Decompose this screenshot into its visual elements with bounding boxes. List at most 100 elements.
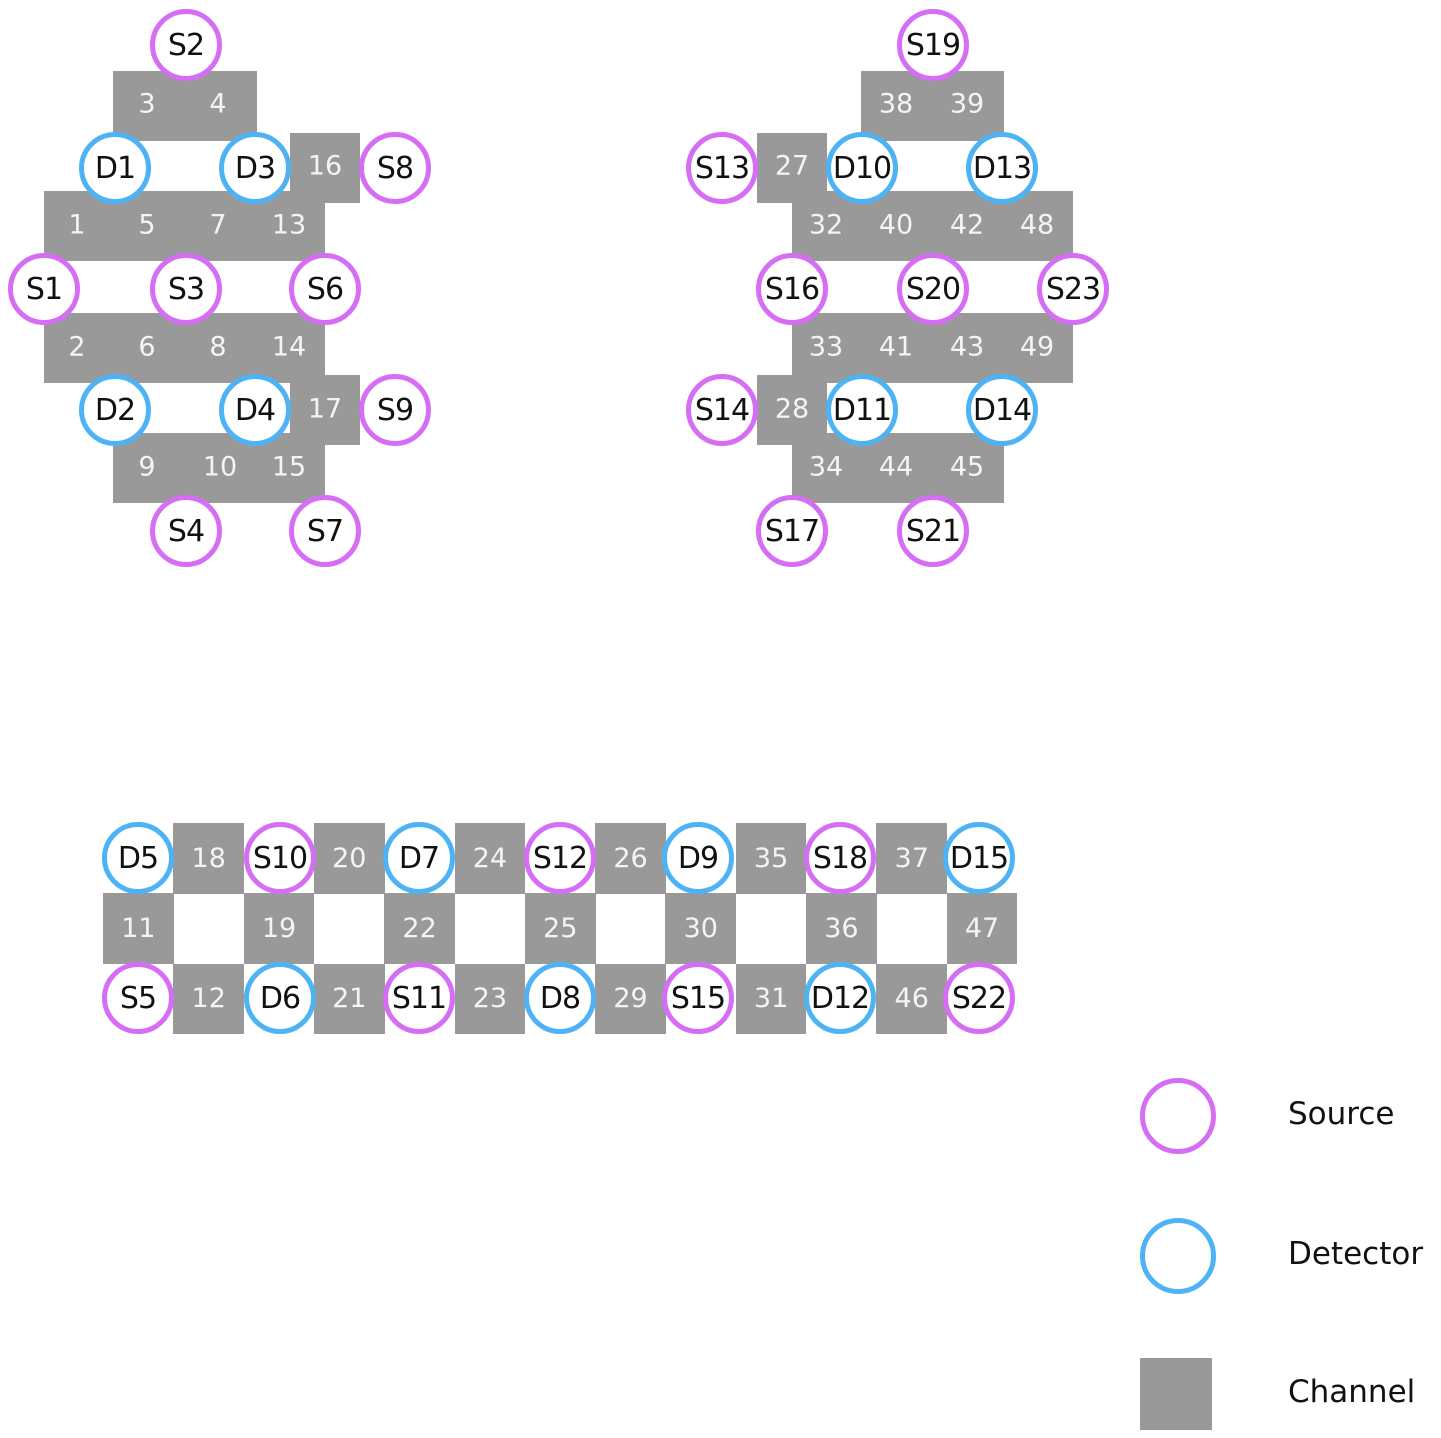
legend-channel-label: Channel — [1288, 1374, 1416, 1410]
detector-optode: D7 — [383, 822, 455, 894]
channel-label: 6 — [138, 331, 156, 363]
channel-label: 45 — [949, 451, 985, 483]
source-optode: S6 — [289, 253, 361, 325]
channel-block — [113, 433, 325, 503]
source-optode: S14 — [686, 374, 758, 446]
detector-circle-icon — [1140, 1218, 1216, 1294]
channel-label: 14 — [271, 331, 307, 363]
source-optode: S5 — [102, 962, 174, 1034]
channel-label: 10 — [202, 451, 238, 483]
channel-label: 38 — [878, 88, 914, 120]
source-optode: S18 — [804, 822, 876, 894]
channel-cell: 26 — [595, 823, 666, 894]
source-optode: S19 — [897, 9, 969, 81]
source-optode: S23 — [1037, 253, 1109, 325]
channel-label: 15 — [271, 451, 307, 483]
detector-optode: D3 — [219, 132, 291, 204]
source-optode: S15 — [662, 962, 734, 1034]
channel-cell: 35 — [735, 823, 807, 894]
detector-optode: D4 — [219, 374, 291, 446]
source-optode: S12 — [524, 822, 596, 894]
channel-square-icon — [1140, 1358, 1212, 1430]
channel-cell: 37 — [876, 823, 948, 894]
legend-detector: Detector — [1140, 1218, 1440, 1294]
source-optode: S7 — [289, 495, 361, 567]
channel-label: 2 — [68, 331, 86, 363]
detector-optode: D8 — [524, 962, 596, 1034]
channel-label: 42 — [949, 209, 985, 241]
channel-cell: 29 — [595, 963, 666, 1035]
legend-detector-label: Detector — [1288, 1236, 1424, 1272]
channel-label: 32 — [808, 209, 844, 241]
channel-cell: 23 — [454, 963, 526, 1035]
detector-optode: D14 — [966, 374, 1038, 446]
channel-cell: 19 — [243, 893, 315, 965]
source-circle-icon — [1140, 1078, 1216, 1154]
detector-optode: D12 — [804, 962, 876, 1034]
source-optode: S21 — [897, 495, 969, 567]
channel-label: 44 — [878, 451, 914, 483]
source-optode: S3 — [150, 253, 222, 325]
channel-label: 34 — [808, 451, 844, 483]
channel-cell: 30 — [665, 893, 737, 965]
channel-block — [113, 71, 257, 141]
source-optode: S4 — [150, 495, 222, 567]
channel-label: 17 — [307, 393, 343, 425]
detector-optode: D2 — [79, 374, 151, 446]
channel-label: 9 — [138, 451, 156, 483]
channel-label: 49 — [1019, 331, 1055, 363]
channel-label: 41 — [878, 331, 914, 363]
source-optode: S20 — [897, 253, 969, 325]
channel-cell: 24 — [454, 823, 526, 894]
source-optode: S13 — [686, 132, 758, 204]
detector-optode: D11 — [826, 374, 898, 446]
detector-optode: D1 — [79, 132, 151, 204]
channel-block — [44, 191, 325, 261]
channel-label: 16 — [307, 150, 343, 182]
detector-optode: D5 — [102, 822, 174, 894]
detector-optode: D13 — [966, 132, 1038, 204]
source-optode: S8 — [359, 132, 431, 204]
channel-cell: 31 — [735, 963, 807, 1035]
source-optode: S9 — [359, 374, 431, 446]
channel-label: 13 — [271, 209, 307, 241]
channel-cell: 21 — [313, 963, 385, 1035]
channel-label: 28 — [774, 393, 810, 425]
source-optode: S10 — [244, 822, 316, 894]
channel-cell: 36 — [806, 893, 877, 965]
source-optode: S22 — [943, 962, 1015, 1034]
channel-label: 27 — [774, 150, 810, 182]
source-optode: S2 — [150, 9, 222, 81]
channel-cell: 20 — [313, 823, 385, 894]
channel-block — [792, 433, 1004, 503]
channel-cell: 22 — [384, 893, 455, 965]
channel-block — [861, 71, 1004, 141]
source-optode: S17 — [756, 495, 828, 567]
channel-label: 33 — [808, 331, 844, 363]
channel-label: 43 — [949, 331, 985, 363]
legend-source-label: Source — [1288, 1096, 1395, 1132]
channel-cell: 47 — [946, 893, 1018, 965]
legend-source: Source — [1140, 1078, 1440, 1154]
legend-channel: Channel — [1140, 1356, 1440, 1432]
channel-label: 3 — [138, 88, 156, 120]
source-optode: S16 — [756, 253, 828, 325]
source-optode: S11 — [383, 962, 455, 1034]
channel-label: 4 — [209, 88, 227, 120]
detector-optode: D9 — [662, 822, 734, 894]
detector-optode: D15 — [943, 822, 1015, 894]
detector-optode: D10 — [826, 132, 898, 204]
channel-label: 39 — [949, 88, 985, 120]
detector-optode: D6 — [244, 962, 316, 1034]
channel-cell: 46 — [876, 963, 948, 1035]
channel-cell: 12 — [173, 963, 245, 1035]
channel-cell: 11 — [103, 893, 174, 965]
channel-label: 1 — [68, 209, 86, 241]
channel-cell: 25 — [524, 893, 596, 965]
source-optode: S1 — [8, 253, 80, 325]
channel-cell: 18 — [173, 823, 245, 894]
channel-label: 40 — [878, 209, 914, 241]
channel-label: 7 — [209, 209, 227, 241]
channel-label: 5 — [138, 209, 156, 241]
